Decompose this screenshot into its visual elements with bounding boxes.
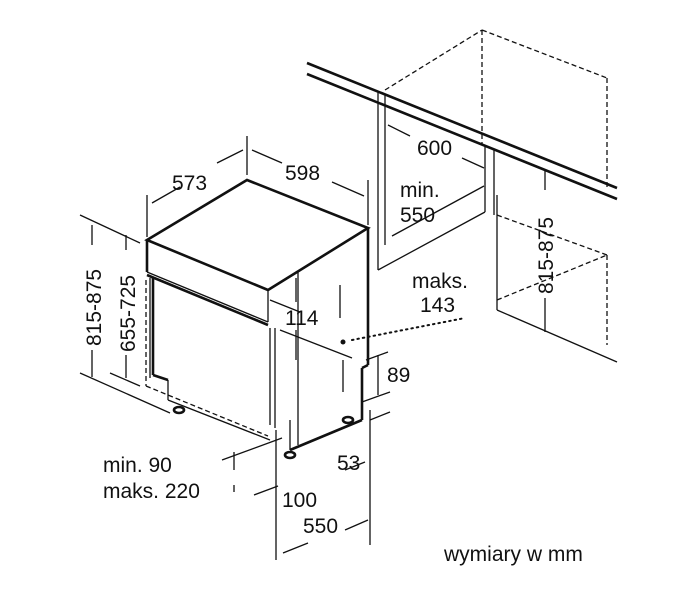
foot-offset-label: 100 — [282, 489, 317, 512]
max-label: maks. — [412, 270, 468, 293]
dimension-lines — [79, 124, 546, 560]
panel-height-label: 114 — [285, 307, 319, 330]
niche-min-depth-line2: 550 — [400, 204, 435, 227]
width-label: 598 — [285, 162, 320, 185]
depth-label: 573 — [172, 172, 207, 195]
max-220-label: maks. 220 — [103, 480, 200, 503]
total-height-label: 815-875 — [83, 269, 106, 346]
niche-min-depth-line1: min. — [400, 179, 440, 202]
max-value-label: 143 — [420, 294, 455, 317]
dishwasher-body — [144, 178, 371, 460]
plinth-height-label: 89 — [387, 364, 410, 387]
bottom-depth-label: 550 — [303, 515, 338, 538]
niche-width-label: 600 — [417, 137, 452, 160]
units-caption: wymiary w mm — [443, 543, 583, 566]
door-height-label: 655-725 — [117, 275, 140, 352]
min-90-label: min. 90 — [103, 454, 172, 477]
niche-cabinet — [306, 29, 618, 363]
niche-height-label: 815-875 — [535, 217, 558, 294]
side-offset-label: 53 — [337, 452, 360, 475]
